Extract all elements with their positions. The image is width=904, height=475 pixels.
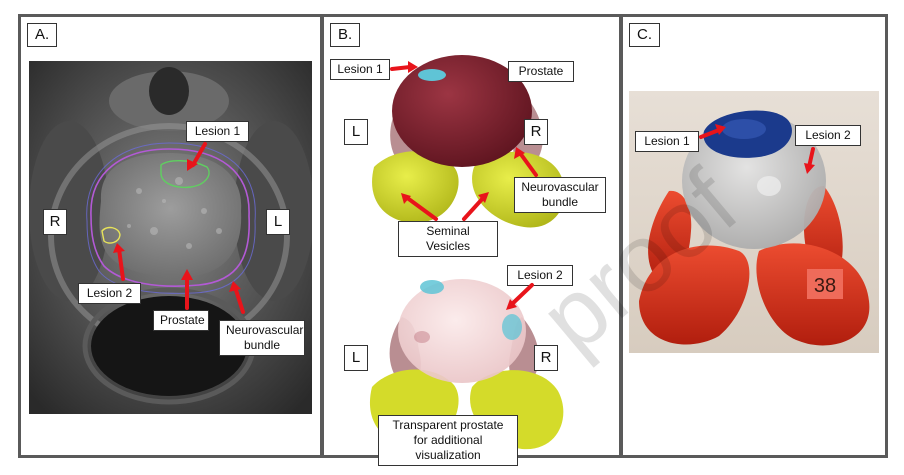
panel-b: B. xyxy=(324,17,619,466)
panel-a-label: A. xyxy=(27,23,58,47)
panel-divider-2 xyxy=(619,17,623,455)
callout-b-lesion2: Lesion 2 xyxy=(507,265,573,286)
model-side-label-right-top: R xyxy=(524,119,548,145)
callout-b-nvb: Neurovascular bundle xyxy=(514,177,606,213)
lesion1-contour xyxy=(160,160,210,189)
arrows-panel-b xyxy=(390,61,538,310)
prostate-contour xyxy=(90,148,250,287)
callout-b-lesion1: Lesion 1 xyxy=(330,59,390,80)
panel-divider-1 xyxy=(320,17,324,455)
arrows-panel-a xyxy=(113,142,245,314)
model-side-label-left-bottom: L xyxy=(344,345,368,371)
nvb-contour xyxy=(86,142,256,294)
model-tag-number: 38 xyxy=(814,275,836,297)
panel-a: A. xyxy=(21,17,320,455)
callout-lesion1: Lesion 1 xyxy=(186,121,249,142)
arrows-panel-c xyxy=(699,124,815,174)
model-side-label-left-top: L xyxy=(344,119,368,145)
callout-c-lesion2: Lesion 2 xyxy=(795,125,861,146)
callout-b-prostate: Prostate xyxy=(508,61,574,82)
panel-b-label: B. xyxy=(330,23,361,47)
mri-side-label-right: L xyxy=(266,209,290,235)
panel-c-label: C. xyxy=(629,23,660,47)
lesion2-contour xyxy=(101,226,121,244)
callout-c-lesion1: Lesion 1 xyxy=(635,131,699,152)
callout-b-seminal: Seminal Vesicles xyxy=(398,221,498,257)
callout-nvb: Neurovascular bundle xyxy=(219,320,305,356)
panel-c: C. 38 xyxy=(623,17,885,455)
callout-prostate: Prostate xyxy=(153,310,209,331)
mri-side-label-left: R xyxy=(43,209,67,235)
callout-b-transparent: Transparent prostate for additional visu… xyxy=(378,415,518,466)
callout-lesion2: Lesion 2 xyxy=(78,283,141,304)
model-side-label-right-bottom: R xyxy=(534,345,558,371)
